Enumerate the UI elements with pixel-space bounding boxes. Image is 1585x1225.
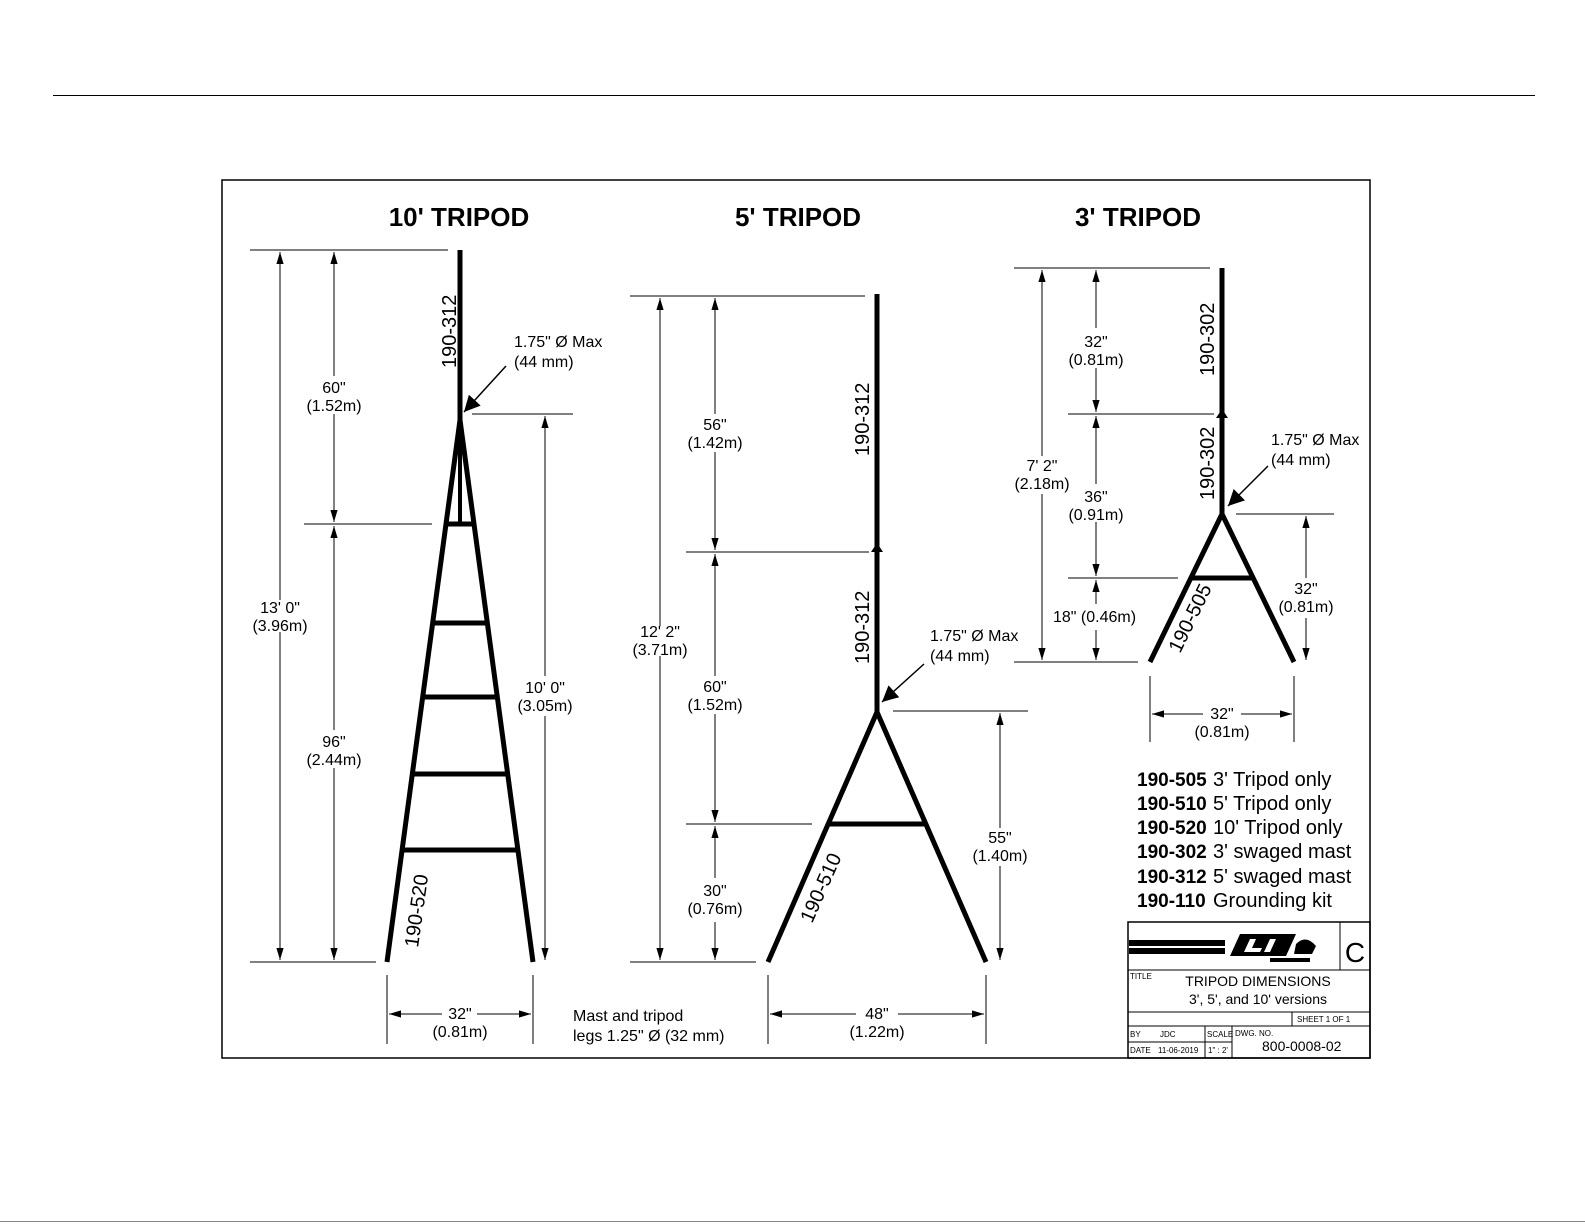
- parts-list-desc: 3' swaged mast: [1213, 841, 1352, 863]
- parts-list-desc: Grounding kit: [1213, 890, 1332, 912]
- part-mast-upper-3ft: 190-302: [1197, 303, 1219, 376]
- part-mast-10ft: 190-312: [439, 295, 461, 368]
- date-value: 11-06-2019: [1158, 1046, 1199, 1055]
- drawing-border: [221, 179, 1371, 1059]
- dim-55-m-5ft: (1.40m): [972, 848, 1027, 865]
- dim-base-3ft: 32": [1210, 706, 1233, 723]
- dim-total-3ft: 7' 2": [1027, 458, 1058, 475]
- parts-list-code: 190-510: [1137, 794, 1207, 815]
- dim-60-10ft: 60": [322, 380, 345, 397]
- dwg-no-label: DWG. NO.: [1235, 1029, 1273, 1038]
- title-block: C TITLE TRIPOD DIMENSIONS 3', 5', and 10…: [1127, 921, 1371, 1059]
- part-mast-lower-3ft: 190-302: [1197, 427, 1219, 500]
- parts-list-desc: 5' Tripod only: [1213, 793, 1331, 815]
- title-block-frame: [1127, 921, 1371, 1059]
- dim-60-5ft: 60": [703, 679, 726, 696]
- dim-18-3ft: 18" (0.46m): [1053, 609, 1136, 626]
- leg-left-3ft: [1147, 512, 1225, 664]
- dim-30-5ft: 30": [703, 883, 726, 900]
- parts-list-code: 190-110: [1137, 891, 1206, 912]
- dim-36-3ft: 36": [1084, 489, 1107, 506]
- tripod-3ft: 190-302 190-302 190-505 1.75" Ø Max (44 …: [1014, 267, 1359, 742]
- date-label: DATE: [1130, 1046, 1151, 1055]
- material-note-line2: legs 1.25" Ø (32 mm): [573, 1028, 725, 1045]
- part-leg-5ft: 190-510: [796, 850, 846, 926]
- parts-list-code: 190-505: [1137, 770, 1207, 791]
- dim-base-5ft: 48": [865, 1006, 888, 1023]
- leg-right-5ft: [874, 711, 989, 963]
- sheet-number: SHEET 1 OF 1: [1297, 1015, 1351, 1024]
- max-dia-label-5ft: 1.75" Ø Max: [930, 628, 1018, 645]
- parts-list-desc: 3' Tripod only: [1213, 769, 1331, 791]
- title-3ft-tripod: 3' TRIPOD: [1075, 202, 1201, 232]
- title-label: TITLE: [1130, 972, 1152, 981]
- dim-36-m-3ft: (0.91m): [1068, 507, 1123, 524]
- dim-60-m-5ft: (1.52m): [687, 697, 742, 714]
- mast-joint-5ft: [871, 543, 883, 552]
- parts-list-code: 190-302: [1137, 842, 1207, 863]
- dim-base-m-3ft: (0.81m): [1194, 724, 1249, 741]
- dim-60-m-10ft: (1.52m): [306, 398, 361, 415]
- parts-list-desc: 10' Tripod only: [1213, 817, 1342, 839]
- parts-list: 190-505 3' Tripod only 190-510 5' Tripod…: [1137, 769, 1352, 912]
- parts-list-code: 190-312: [1137, 867, 1207, 888]
- leg-left-10ft: [384, 419, 463, 963]
- tripod-5ft: 190-312 190-312 190-510 1.75" Ø Max (44 …: [630, 294, 1028, 1044]
- dim-56-m-5ft: (1.42m): [687, 435, 742, 452]
- company-logo: [1129, 934, 1316, 962]
- dim-32a-m-3ft: (0.81m): [1068, 352, 1123, 369]
- dim-32b-3ft: 32": [1294, 581, 1317, 598]
- scale-value: 1" : 2': [1208, 1046, 1228, 1055]
- max-dia-pointer-5ft: [881, 663, 925, 703]
- dim-tripod-m-10ft: (3.05m): [517, 698, 572, 715]
- dim-base-10ft: 32": [448, 1006, 471, 1023]
- title-10ft-tripod: 10' TRIPOD: [389, 202, 530, 232]
- max-dia-mm-10ft: (44 mm): [514, 354, 574, 371]
- by-label: BY: [1130, 1030, 1141, 1039]
- dim-base-m-10ft: (0.81m): [432, 1024, 487, 1041]
- dim-55-5ft: 55": [988, 830, 1011, 847]
- part-mast-lower-5ft: 190-312: [852, 591, 874, 664]
- dim-total-m-3ft: (2.18m): [1014, 476, 1069, 493]
- revision-letter: C: [1345, 937, 1365, 968]
- parts-list-code: 190-520: [1137, 818, 1207, 839]
- page-bottom-rule: [0, 1221, 1585, 1222]
- part-leg-10ft: 190-520: [401, 873, 433, 949]
- dim-96-10ft: 96": [322, 734, 345, 751]
- dim-total-m-5ft: (3.71m): [632, 642, 687, 659]
- max-dia-label-3ft: 1.75" Ø Max: [1271, 432, 1359, 449]
- parts-list-desc: 5' swaged mast: [1213, 866, 1352, 888]
- dim-56-5ft: 56": [703, 417, 726, 434]
- mast-joint-3ft: [1216, 409, 1228, 418]
- dwg-no-value: 800-0008-02: [1262, 1038, 1342, 1054]
- dim-32a-3ft: 32": [1084, 334, 1107, 351]
- dim-total-m-10ft: (3.96m): [252, 618, 307, 635]
- max-dia-mm-5ft: (44 mm): [930, 648, 990, 665]
- page-top-rule: [53, 95, 1535, 96]
- leg-right-10ft: [457, 419, 536, 963]
- dim-32b-m-3ft: (0.81m): [1278, 599, 1333, 616]
- dim-base-m-5ft: (1.22m): [849, 1024, 904, 1041]
- part-mast-upper-5ft: 190-312: [852, 383, 874, 456]
- by-value: JDC: [1160, 1030, 1176, 1039]
- dim-total-10ft: 13' 0": [260, 600, 300, 617]
- drawing-title: TRIPOD DIMENSIONS: [1185, 973, 1330, 989]
- title-5ft-tripod: 5' TRIPOD: [735, 202, 861, 232]
- max-dia-label-10ft: 1.75" Ø Max: [514, 334, 602, 351]
- tripod-10ft: 190-312 190-520 1.75" Ø Max (44 mm) 60" …: [250, 249, 602, 1044]
- scale-label: SCALE: [1207, 1030, 1233, 1039]
- max-dia-pointer-3ft: [1227, 465, 1269, 507]
- max-dia-pointer-10ft: [463, 365, 507, 413]
- drawing-subtitle: 3', 5', and 10' versions: [1189, 991, 1327, 1007]
- material-note-line1: Mast and tripod: [573, 1008, 683, 1025]
- leg-left-5ft: [765, 711, 880, 963]
- dim-30-m-5ft: (0.76m): [687, 901, 742, 918]
- dim-96-m-10ft: (2.44m): [306, 752, 361, 769]
- leg-right-3ft: [1219, 512, 1297, 664]
- dim-total-5ft: 12' 2": [640, 624, 680, 641]
- max-dia-mm-3ft: (44 mm): [1271, 452, 1331, 469]
- dim-tripod-10ft: 10' 0": [525, 680, 565, 697]
